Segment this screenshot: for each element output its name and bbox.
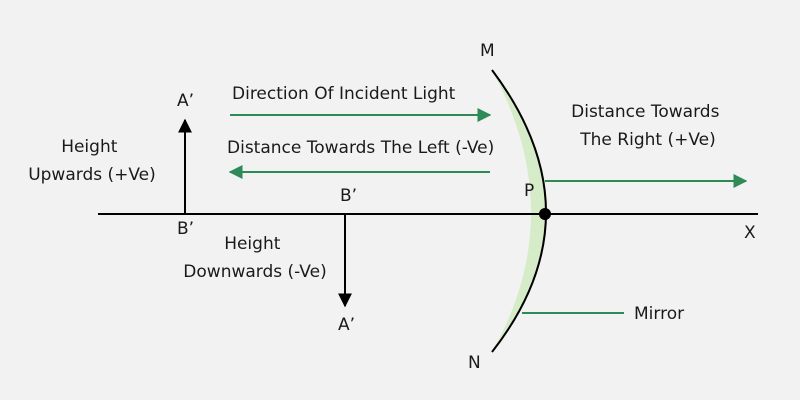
distance-right-line1: Distance Towards [571, 102, 719, 122]
height-down-label: Height Downwards (-Ve) [183, 234, 326, 282]
a-prime-lower-label: A’ [338, 315, 355, 335]
height-up-line1: Height [61, 137, 118, 157]
b-prime-mid-label: B’ [340, 186, 357, 206]
distance-left-label: Distance Towards The Left (-Ve) [227, 138, 494, 158]
height-up-label: Height Upwards (+Ve) [28, 137, 156, 185]
height-down-line1: Height [224, 234, 281, 254]
a-prime-upper-label: A’ [177, 91, 194, 111]
mirror-label: Mirror [634, 304, 684, 324]
distance-right-label: Distance Towards The Right (+Ve) [571, 102, 725, 150]
b-prime-left-label: B’ [177, 219, 194, 239]
height-down-line2: Downwards (-Ve) [183, 262, 326, 282]
point-p-label: P [524, 181, 534, 201]
distance-right-line2: The Right (+Ve) [579, 130, 715, 150]
height-up-line2: Upwards (+Ve) [28, 165, 156, 185]
incident-light-label: Direction Of Incident Light [232, 84, 456, 104]
point-m-label: M [480, 41, 495, 61]
point-x-label: X [744, 223, 756, 243]
pole-point [539, 208, 551, 220]
point-n-label: N [468, 353, 481, 373]
